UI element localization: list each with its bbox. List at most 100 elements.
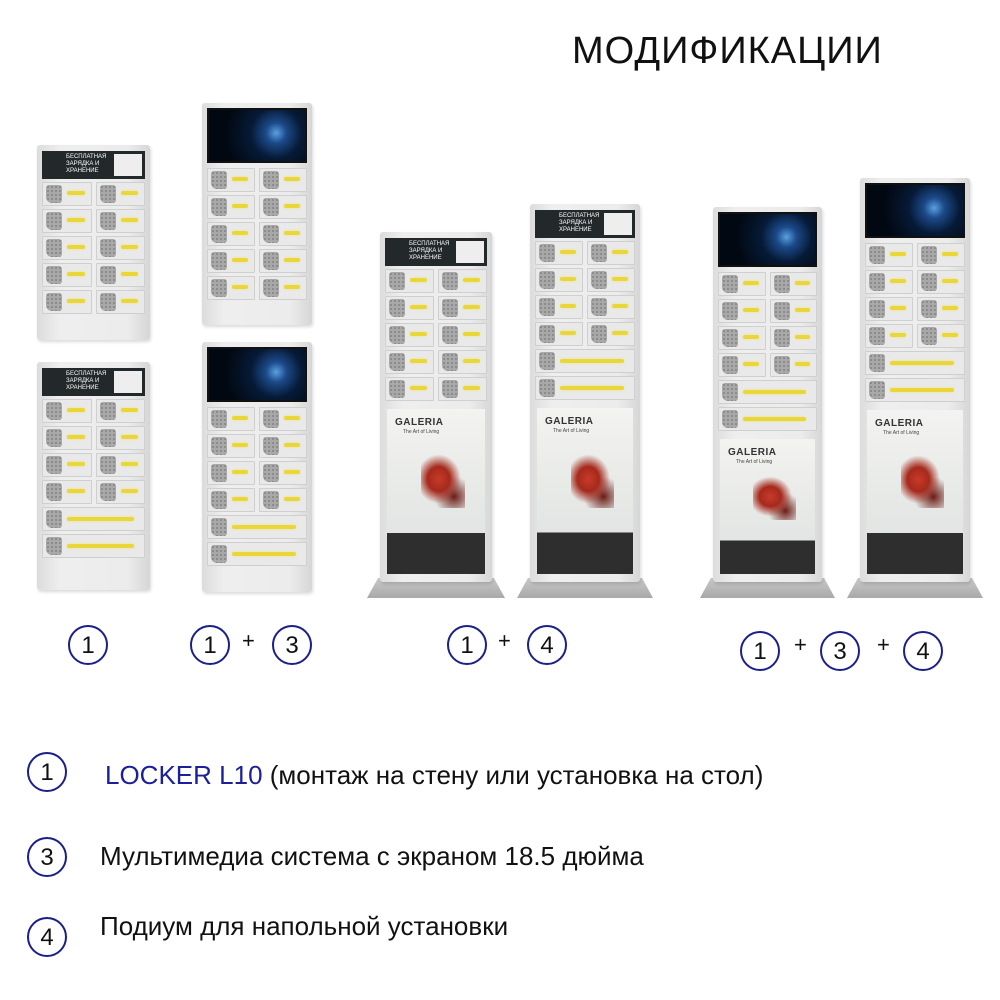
legend-text: (монтаж на стену или установка на стол) [262, 760, 764, 790]
multimedia-screen [718, 212, 817, 267]
instructions-sticker [114, 154, 142, 176]
charging-slot [463, 278, 480, 282]
charging-slot [794, 308, 810, 312]
charging-slot [560, 331, 576, 335]
charging-slot [463, 386, 480, 390]
page-title: МОДИФИКАЦИИ [572, 30, 883, 72]
charging-slot [794, 362, 810, 366]
keypad-icon [442, 299, 458, 317]
charging-slot [743, 308, 759, 312]
charging-slot [232, 443, 248, 447]
charging-slot [743, 390, 806, 394]
charging-slot [560, 304, 576, 308]
locker-compartment [207, 434, 255, 458]
keypad-icon [263, 437, 279, 455]
podium-base [367, 578, 505, 598]
multimedia-screen [207, 347, 307, 402]
keypad-icon [591, 325, 607, 343]
keypad-icon [921, 273, 937, 291]
charging-slot [67, 191, 85, 195]
charging-slot [612, 250, 628, 254]
keypad-icon [442, 380, 458, 398]
keypad-icon [869, 381, 885, 399]
locker-unit [202, 342, 312, 592]
charging-slot [284, 497, 300, 501]
charging-slot [67, 245, 85, 249]
charging-slot [120, 245, 138, 249]
keypad-icon [263, 252, 279, 270]
badge-1: 1 [447, 625, 487, 665]
keypad-icon [211, 464, 227, 482]
charging-slot [67, 272, 85, 276]
product-name: LOCKER L10 [105, 760, 263, 790]
locker-compartment [865, 270, 913, 294]
locker-unit: БЕСПЛАТНАЯ ЗАРЯДКА И ХРАНЕНИЕ [37, 362, 150, 590]
charging-slot [890, 252, 906, 256]
charging-slot [67, 544, 134, 548]
keypad-icon [442, 326, 458, 344]
locker-compartment [917, 297, 965, 321]
locker-compartment [95, 399, 145, 423]
locker-compartment [259, 222, 307, 246]
header-text: БЕСПЛАТНАЯ ЗАРЯДКА И ХРАНЕНИЕ [559, 213, 600, 233]
locker-compartment [865, 324, 913, 348]
charging-slot [284, 416, 300, 420]
locker-compartment [535, 241, 583, 265]
keypad-icon [722, 275, 738, 293]
keypad-icon [389, 380, 405, 398]
keypad-icon [99, 429, 116, 447]
poster-tagline: The Art of Living [736, 459, 773, 465]
plus-sign: + [498, 628, 511, 653]
locker-compartment [769, 272, 817, 296]
keypad-icon [722, 383, 738, 401]
keypad-icon [211, 518, 227, 536]
plus-sign: + [242, 628, 255, 653]
charging-slot [284, 470, 300, 474]
locker-compartment [587, 241, 635, 265]
keypad-icon [921, 300, 937, 318]
legend-badge-1: 1 [27, 752, 67, 792]
locker-compartment [207, 488, 255, 512]
charging-slot [67, 435, 85, 439]
keypad-icon [921, 246, 937, 264]
charging-slot [232, 552, 296, 556]
locker-compartment [207, 195, 255, 219]
locker-compartment [42, 263, 92, 287]
keypad-icon [869, 354, 885, 372]
legend-badge-4: 4 [27, 917, 67, 957]
keypad-icon [263, 225, 279, 243]
locker-compartment [42, 480, 92, 504]
charging-slot [232, 470, 248, 474]
charging-slot [120, 272, 138, 276]
large-compartment [718, 380, 817, 404]
keypad-icon [99, 456, 116, 474]
multimedia-screen [865, 183, 965, 238]
charging-slot [612, 331, 628, 335]
charging-slot [890, 333, 906, 337]
poster-artwork [753, 472, 796, 520]
charging-slot [463, 305, 480, 309]
badge-1: 1 [190, 625, 230, 665]
locker-compartment [535, 268, 583, 292]
keypad-icon [99, 266, 116, 284]
keypad-icon [539, 271, 555, 289]
charging-slot [410, 305, 427, 309]
large-compartment [718, 407, 817, 431]
keypad-icon [539, 244, 555, 262]
charging-slot [120, 462, 138, 466]
keypad-icon [869, 246, 885, 264]
keypad-icon [211, 437, 227, 455]
charging-slot [67, 517, 134, 521]
locker-header-panel: БЕСПЛАТНАЯ ЗАРЯДКА И ХРАНЕНИЕ [42, 368, 145, 396]
charging-slot [67, 489, 85, 493]
keypad-icon [442, 272, 458, 290]
keypad-icon [722, 329, 738, 347]
locker-compartment [535, 295, 583, 319]
charging-slot [284, 177, 300, 181]
keypad-icon [921, 327, 937, 345]
charging-slot [463, 332, 480, 336]
charging-slot [284, 204, 300, 208]
